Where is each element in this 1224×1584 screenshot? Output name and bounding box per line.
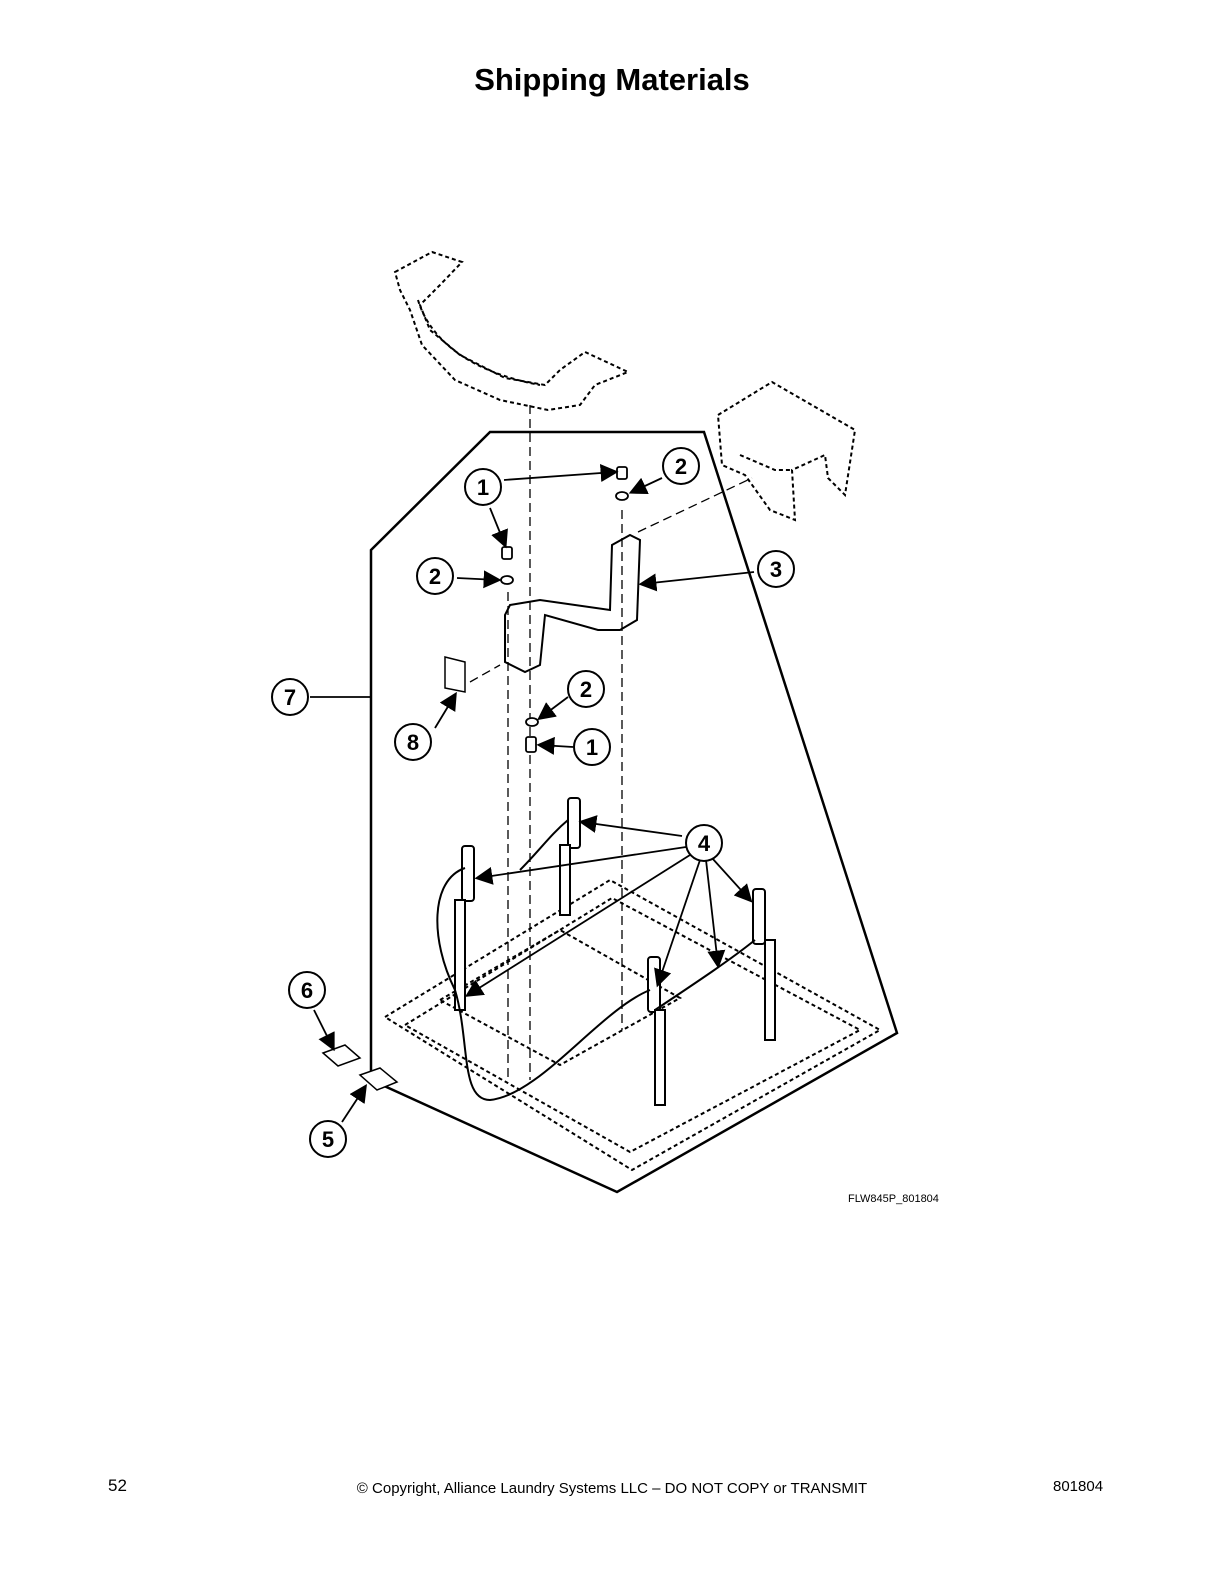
leader-lines xyxy=(313,464,755,1123)
assembly-outline xyxy=(369,430,899,1194)
callout-number: 5 xyxy=(322,1127,334,1152)
callout-circle-2 xyxy=(662,447,700,485)
copyright-notice: © Copyright, Alliance Laundry Systems LL… xyxy=(356,1480,868,1497)
callout-number: 1 xyxy=(477,475,489,500)
callout-number: 8 xyxy=(407,730,419,755)
callout-circle-4 xyxy=(685,824,723,862)
callout-circle-1 xyxy=(464,468,502,506)
label-item-8 xyxy=(444,656,466,693)
leg-straps xyxy=(436,819,756,1102)
alignment-lines xyxy=(469,405,753,1080)
rear-bracket-reference xyxy=(716,380,857,522)
callout-number: 3 xyxy=(770,557,782,582)
callout-circle-6 xyxy=(288,971,326,1009)
callout-circle-3 xyxy=(757,550,795,588)
page-title: Shipping Materials xyxy=(474,62,750,97)
callout-circle-8 xyxy=(394,723,432,761)
callout-number: 1 xyxy=(586,735,598,760)
callout-circle-7 xyxy=(271,678,309,716)
page-number: 52 xyxy=(108,1476,127,1495)
callout-circle-2c xyxy=(567,670,605,708)
figure-id: FLW845P_801804 xyxy=(848,1193,939,1205)
callout-number: 2 xyxy=(580,677,592,702)
document-number: 801804 xyxy=(1053,1478,1104,1495)
hardware xyxy=(500,466,629,753)
callout-number: 4 xyxy=(698,831,711,856)
tag-item-6 xyxy=(321,1044,362,1067)
callout-number: 7 xyxy=(284,685,296,710)
shipping-legs xyxy=(454,797,776,1106)
callout-circle-5 xyxy=(309,1120,347,1158)
drum-support-reference xyxy=(393,250,631,412)
callout-number: 6 xyxy=(301,978,313,1003)
tag-item-5 xyxy=(358,1067,399,1091)
shipping-bracket xyxy=(504,533,642,674)
callout-number: 2 xyxy=(675,454,687,479)
callout-circle-1b xyxy=(573,728,611,766)
callout-circle-2b xyxy=(416,557,454,595)
base-frame-reference xyxy=(383,878,883,1172)
callout-number: 2 xyxy=(429,564,441,589)
